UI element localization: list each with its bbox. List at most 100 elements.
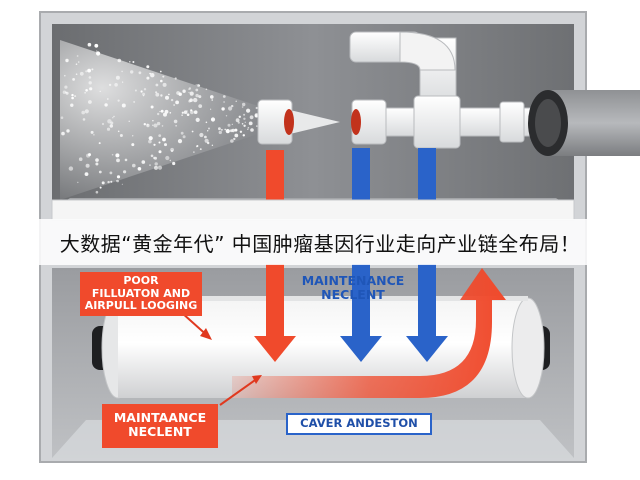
spray-droplet: [182, 135, 186, 139]
spray-droplet: [255, 106, 258, 110]
spray-droplet: [234, 133, 239, 138]
spray-droplet: [223, 101, 226, 103]
spray-droplet: [123, 170, 127, 174]
spray-droplet: [181, 114, 183, 116]
spray-droplet: [95, 162, 99, 166]
spray-droplet: [91, 68, 94, 71]
spray-droplet: [162, 137, 166, 142]
spray-droplet: [146, 76, 150, 80]
spray-droplet: [183, 110, 188, 114]
spray-droplet: [152, 120, 154, 122]
spray-droplet: [159, 70, 162, 73]
spray-droplet: [115, 153, 120, 158]
spray-droplet: [95, 50, 98, 52]
spray-droplet: [79, 71, 84, 76]
spray-nozzle: [257, 99, 340, 145]
spray-droplet: [132, 163, 136, 168]
spray-droplet: [205, 121, 208, 124]
spray-droplet: [246, 108, 251, 113]
spray-droplet: [112, 117, 114, 119]
spray-droplet: [66, 129, 70, 133]
spray-droplet: [182, 89, 186, 93]
spray-droplet: [195, 145, 198, 148]
spray-droplet: [116, 175, 121, 179]
spray-droplet: [129, 61, 131, 63]
red-return-arrow: [232, 268, 506, 398]
spray-droplet: [81, 110, 85, 115]
spray-droplet: [71, 96, 74, 100]
spray-droplet: [218, 130, 222, 135]
spray-droplet: [87, 68, 91, 73]
spray-droplet: [186, 110, 188, 112]
spray-droplet: [237, 121, 240, 124]
spray-droplet: [104, 103, 108, 107]
spray-droplet: [157, 112, 160, 116]
spray-droplet: [106, 98, 109, 100]
blue-flow-down-arrow-right: [406, 264, 448, 362]
spray-droplet: [225, 115, 228, 117]
label-poor-filtration: POOR FILLUATON AND AIRPULL LOOGING: [80, 272, 202, 316]
spray-droplet: [111, 153, 114, 156]
spray-droplet: [131, 143, 135, 147]
spray-droplet: [211, 99, 213, 101]
spray-droplet: [62, 90, 67, 94]
spray-droplet: [173, 119, 178, 124]
spray-droplet: [140, 90, 143, 93]
spray-droplet: [198, 95, 202, 99]
spray-droplet: [198, 104, 203, 108]
spray-droplet: [65, 58, 69, 63]
spray-droplet: [231, 104, 234, 108]
spray-droplet: [154, 165, 158, 170]
spray-droplet: [210, 117, 216, 122]
label-maintenance-bottom: MAINTAANCE NECLENT: [102, 404, 218, 448]
spray-droplet: [85, 70, 88, 73]
spray-droplet: [164, 109, 169, 114]
spray-droplet: [94, 43, 99, 48]
spray-droplet: [68, 166, 74, 171]
spray-droplet: [84, 92, 86, 94]
spray-droplet: [78, 157, 83, 161]
spray-droplet: [142, 92, 146, 96]
spray-droplet: [117, 58, 122, 63]
spray-droplet: [191, 130, 194, 133]
spray-droplet: [138, 71, 142, 75]
spray-droplet: [189, 98, 193, 102]
spray-droplet: [119, 134, 123, 137]
spray-droplet: [137, 167, 142, 171]
spray-droplet: [153, 143, 156, 146]
spray-droplet: [65, 91, 67, 94]
spray-droplet: [150, 154, 154, 158]
spray-droplet: [169, 112, 172, 114]
spray-droplet: [130, 70, 134, 74]
spray-droplet: [241, 123, 244, 125]
headline-text: 大数据“黄金年代” 中国肿瘤基因行业走向产业链全布局！: [59, 231, 581, 256]
spray-droplet: [132, 61, 135, 63]
pointer-maintenance-bottom: [219, 377, 259, 406]
spray-droplet: [159, 110, 161, 113]
spray-droplet: [124, 158, 128, 162]
spray-droplet: [148, 136, 153, 141]
spray-droplet: [189, 91, 194, 96]
spray-droplet: [247, 126, 250, 129]
headline-banner: 大数据“黄金年代” 中国肿瘤基因行业走向产业链全布局！: [0, 219, 640, 265]
spray-droplet: [101, 181, 105, 185]
spray-droplet: [121, 70, 123, 73]
spray-droplet: [249, 115, 254, 120]
spray-droplet: [165, 95, 169, 100]
spray-droplet: [95, 190, 99, 194]
spray-droplet: [99, 90, 101, 92]
spray-droplet: [85, 89, 88, 92]
spray-droplet: [88, 100, 92, 104]
spray-droplet: [178, 92, 182, 96]
spray-droplet: [114, 83, 118, 87]
spray-droplet: [149, 72, 151, 75]
spray-droplet: [174, 77, 177, 80]
spray-droplet: [93, 134, 95, 136]
spray-droplet: [175, 125, 177, 127]
spray-droplet: [85, 163, 90, 168]
spray-droplet: [193, 110, 198, 114]
spray-droplet: [197, 84, 200, 87]
spray-droplet: [244, 121, 246, 124]
spray-droplet: [89, 87, 93, 91]
spray-droplet: [195, 93, 199, 98]
